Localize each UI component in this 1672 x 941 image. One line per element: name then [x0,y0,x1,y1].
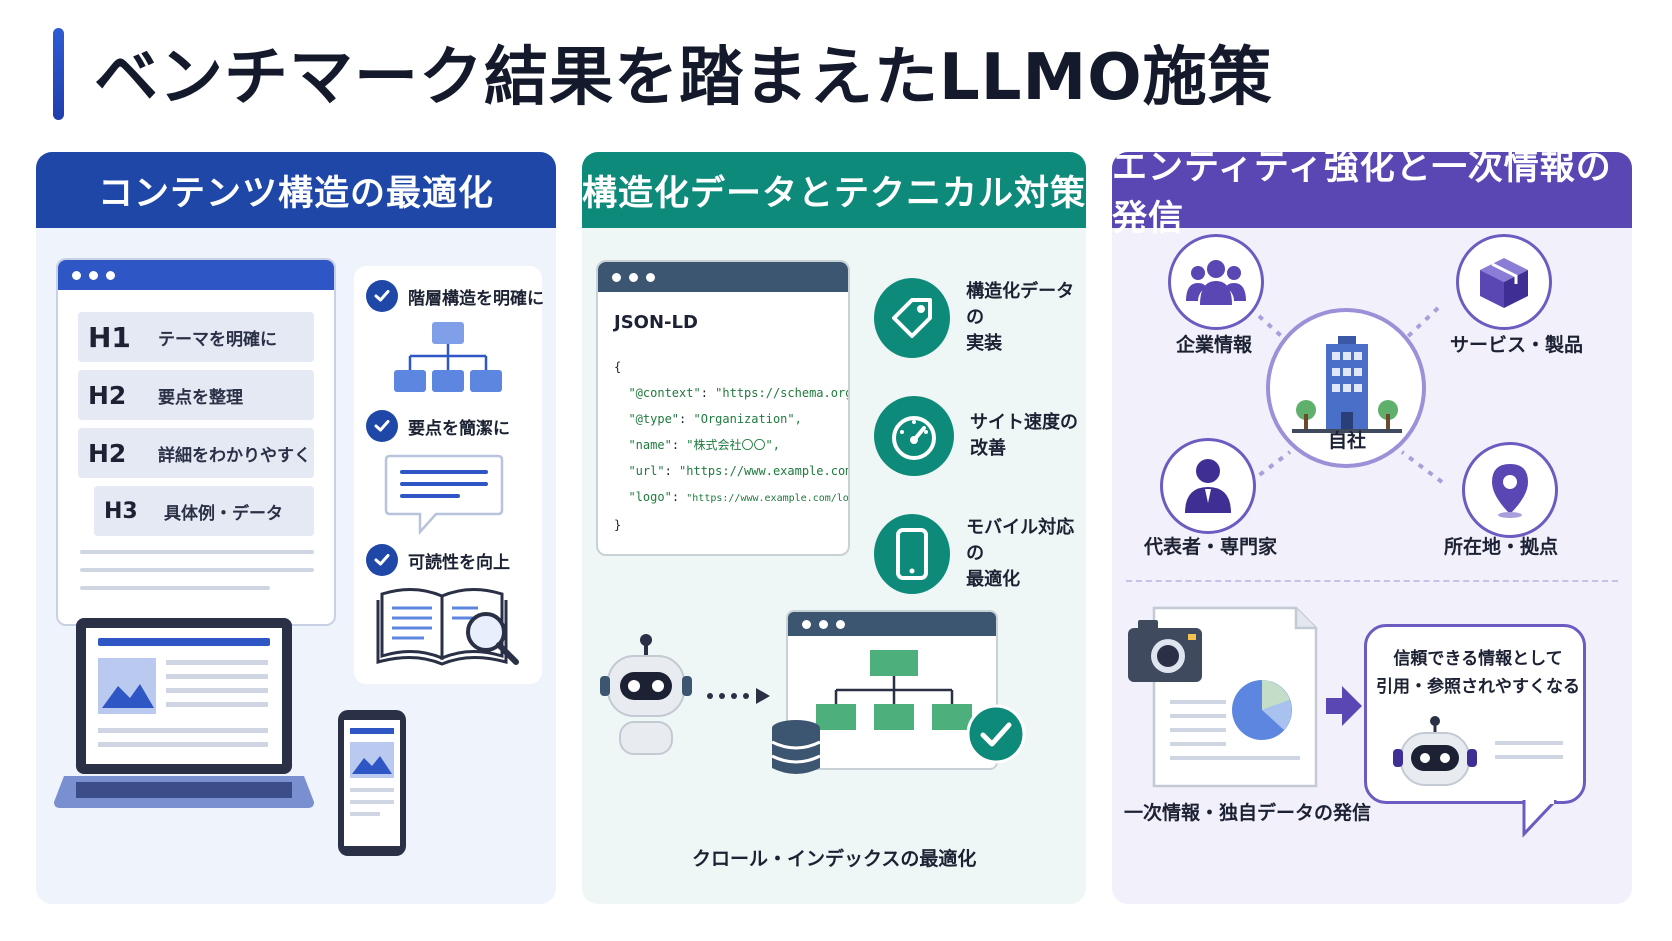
code-key: "@type" [628,412,680,426]
result-speech-bubble: 信頼できる情報として 引用・参照されやすくなる [1364,624,1586,804]
check-badge-icon [966,704,1026,764]
heading-row-h2: H2 要点を整理 [78,370,314,420]
check-icon [366,280,398,312]
tech-text: サイト速度の改善 [970,412,1078,459]
page-title: ベンチマーク結果を踏まえたLLMO施策 [94,41,1273,115]
heading-row-h1: H1 テーマを明確に [78,312,314,362]
sitemap-hierarchy-icon [816,650,972,730]
text-line [80,550,314,554]
code-value: "https://schema.org", [715,386,848,400]
crawl-label: クロール・インデックスの最適化 [692,848,977,870]
panel-header-technical: 構造化データとテクニカル対策 [582,152,1086,228]
heading-text: 詳細をわかりやすく [158,445,311,466]
code-brace: { [614,360,622,374]
dotted-arrow-icon [707,688,770,704]
primary-info-label: 一次情報・独自データの発信 [1124,802,1372,824]
heading-row-h3: H3 具体例・データ [94,486,314,536]
code-value: "https://www.example.com", [679,464,850,478]
bubble-text: 引用・参照されやすくなる [1376,677,1580,697]
check-item: 要点を簡潔に [366,410,510,442]
panel-header-content: コンテンツ構造の最適化 [36,152,556,228]
heading-row-h2: H2 詳細をわかりやすく [78,428,314,478]
code-brace: } [614,518,622,532]
check-item: 階層構造を明確に [366,280,544,312]
text-line [80,586,270,590]
check-text: 可読性を向上 [408,552,510,573]
checklist-card: 階層構造を明確に 要点を簡潔に 可読性を向上 [354,266,544,684]
heading-text: テーマを明確に [158,329,277,350]
window-titlebar [788,612,996,636]
laptop-icon [54,618,314,808]
hierarchy-icon [394,322,502,392]
entity-label-service: サービス・製品 [1450,334,1584,356]
entity-node-location [1462,442,1558,538]
bubble-text: 信頼できる情報として [1393,649,1563,669]
panel-technical: 構造化データとテクニカル対策 JSON-LD { "@context": "ht… [582,152,1086,904]
tech-item-mobile: モバイル対応の最適化 [874,514,1086,594]
building-icon [1292,336,1402,433]
entity-label-location: 所在地・拠点 [1444,536,1559,558]
speech-bubble-icon [384,454,504,536]
window-titlebar [598,262,848,292]
people-icon [1186,260,1246,305]
primary-data-document-icon [1128,606,1318,788]
check-icon [366,410,398,442]
tech-text: 構造化データの実装 [966,281,1075,354]
tech-item-site-speed: サイト速度の改善 [874,396,1078,476]
person-icon [1185,459,1231,513]
smartphone-mockup-icon [338,710,406,856]
check-icon [366,544,398,576]
code-key: "url" [628,464,665,478]
json-ld-code: { "@context": "https://schema.org", "@ty… [614,354,850,538]
section-divider [1126,580,1618,582]
entity-node-service [1456,234,1552,330]
code-value: "https://www.example.com/logo.png" [686,493,849,504]
tech-text: モバイル対応の最適化 [966,517,1075,590]
bubble-tail [1522,800,1558,838]
entity-label-rep: 代表者・専門家 [1144,536,1278,558]
heading-tag: H1 [88,320,131,354]
check-item: 可読性を向上 [366,544,510,576]
arrow-right-icon [1326,686,1362,726]
heading-tag: H2 [88,380,127,410]
heading-text: 要点を整理 [158,387,243,408]
heading-text: 具体例・データ [164,503,283,524]
entity-center-company: 自社 [1266,308,1426,468]
entity-node-rep [1160,438,1256,534]
window-titlebar [58,260,334,290]
title-accent-bar [53,28,64,120]
code-value: "株式会社〇〇", [686,438,780,452]
check-text: 要点を簡潔に [408,418,510,439]
code-title: JSON-LD [614,312,698,333]
code-key: "name" [628,438,672,452]
database-icon [771,720,821,774]
package-icon [1480,258,1528,308]
location-pin-icon [1492,464,1528,518]
document-window: H1 テーマを明確に H2 要点を整理 H2 詳細をわかりやすく H3 具体例・… [56,258,336,626]
code-value: "Organization", [693,412,802,426]
panel-entity: エンティティ強化と一次情報の発信 企業情報 サービス・製品 [1112,152,1632,904]
tech-item-structured-data: 構造化データの実装 [874,278,1086,358]
check-text: 階層構造を明確に [408,288,544,309]
text-line [80,568,314,572]
panel-content-structure: コンテンツ構造の最適化 H1 テーマを明確に H2 要点を整理 H2 詳細をわか… [36,152,556,904]
smartphone-icon [874,514,951,594]
entity-label-company: 企業情報 [1176,334,1253,356]
robot-crawler-icon [600,634,692,755]
tag-icon [874,278,951,358]
heading-tag: H2 [88,438,127,468]
panel-header-entity: エンティティ強化と一次情報の発信 [1112,152,1632,239]
entity-node-company [1168,234,1264,330]
code-key: "@context" [628,386,701,400]
ai-robot-icon [1393,716,1563,786]
heading-tag: H3 [104,498,138,524]
code-window: JSON-LD { "@context": "https://schema.or… [596,260,850,556]
speedometer-icon [874,396,954,476]
code-key: "logo" [628,490,672,504]
book-magnifier-icon [376,588,519,666]
entity-connectors [1248,306,1444,484]
entity-center-label: 自社 [1328,430,1367,452]
sitemap-window [786,610,998,770]
